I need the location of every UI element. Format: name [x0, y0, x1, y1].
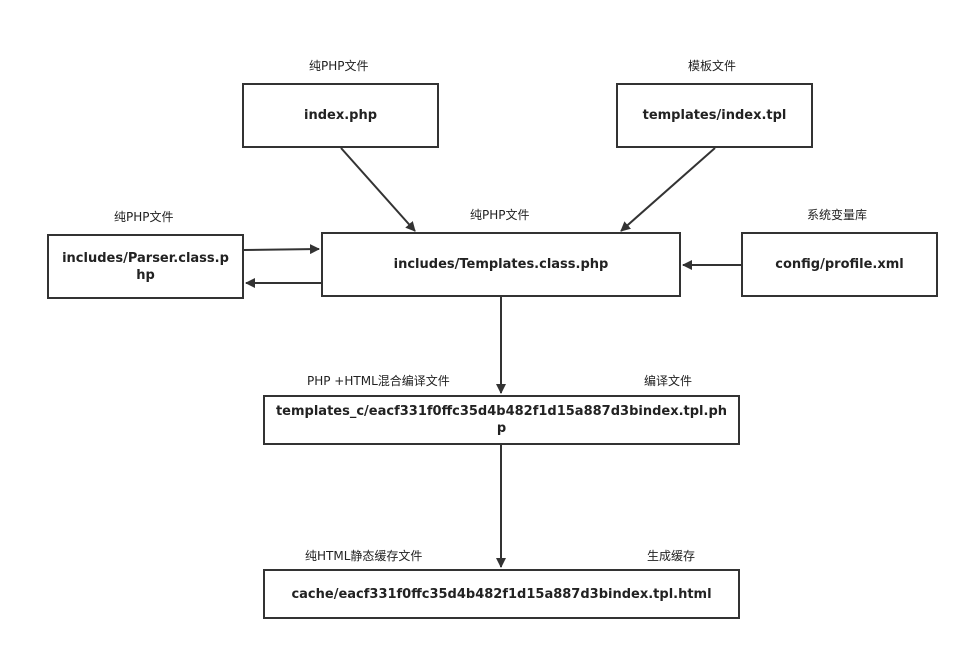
label-compiled-right: 编译文件: [644, 374, 693, 388]
label-compiled-left: PHP +HTML混合编译文件: [307, 374, 450, 388]
label-index-php: 纯PHP文件: [309, 59, 369, 73]
node-templates-index-tpl: templates/index.tpl: [616, 83, 813, 148]
label-templates-index-tpl: 模板文件: [688, 59, 737, 73]
arrow-tpl-to-templates-class: [620, 147, 716, 232]
label-templates-class: 纯PHP文件: [470, 208, 530, 222]
node-compiled-file: templates_c/eacf331f0ffc35d4b482f1d15a88…: [263, 395, 740, 445]
label-cache-right: 生成缓存: [647, 549, 696, 563]
node-index-php: index.php: [242, 83, 439, 148]
node-config-profile: config/profile.xml: [741, 232, 938, 297]
node-templates-class: includes/Templates.class.php: [321, 232, 681, 297]
label-config-profile: 系统变量库: [807, 208, 868, 222]
arrow-index-to-templates-class: [340, 147, 416, 232]
label-cache-left: 纯HTML静态缓存文件: [305, 549, 423, 563]
node-cache-file: cache/eacf331f0ffc35d4b482f1d15a887d3bin…: [263, 569, 740, 619]
node-parser-class: includes/Parser.class.php: [47, 234, 244, 299]
label-parser-class: 纯PHP文件: [114, 210, 174, 224]
arrow-parser-to-templates-class: [243, 244, 320, 255]
